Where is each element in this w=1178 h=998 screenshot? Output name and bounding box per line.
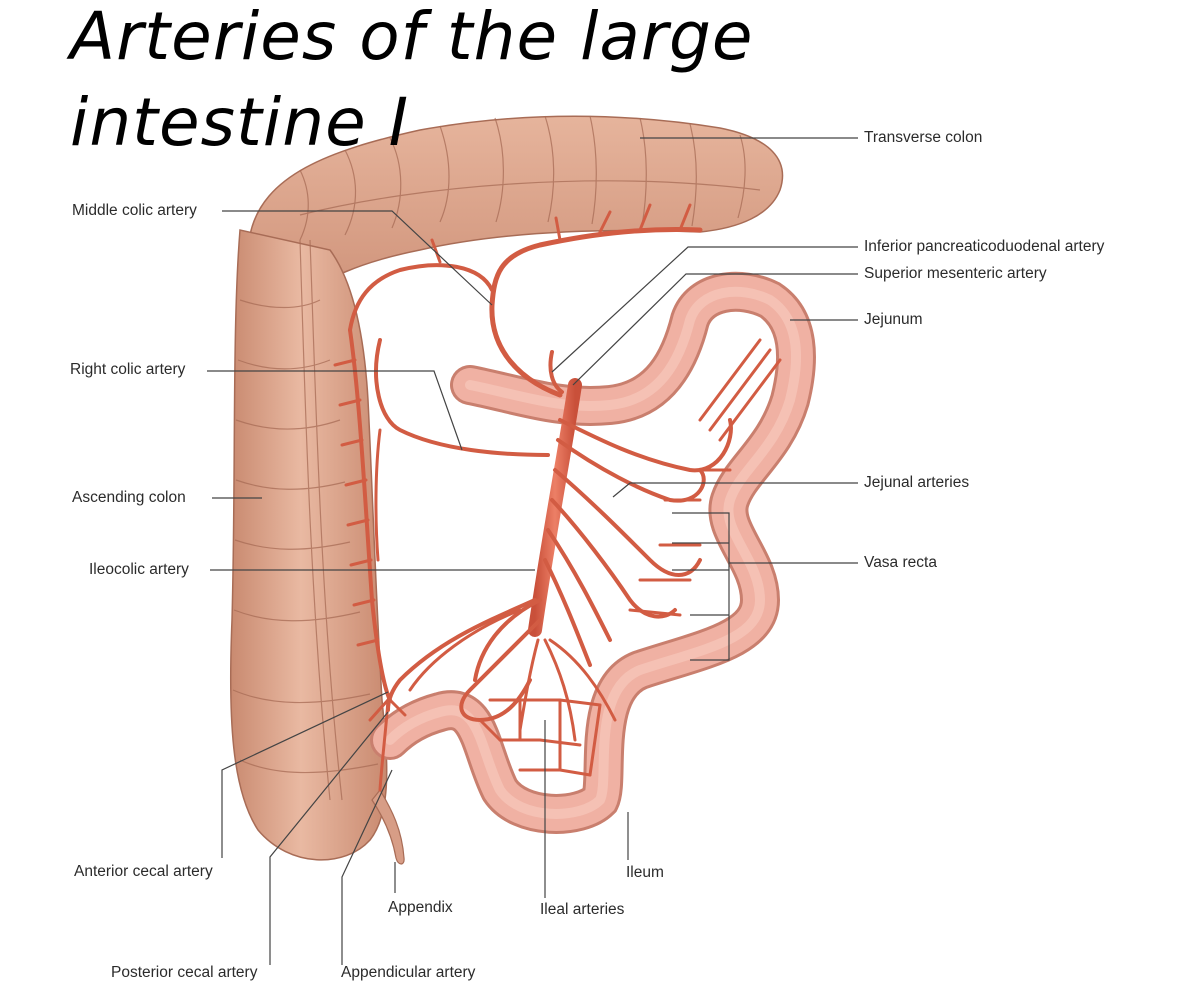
label-ileocolic-artery: Ileocolic artery [89, 561, 189, 578]
superior-mesenteric-artery-trunk [528, 378, 582, 637]
leader-anterior-cecal-artery [221, 691, 389, 858]
small-intestine [370, 271, 816, 834]
leader-appendicular-artery [341, 769, 393, 965]
label-appendicular-artery: Appendicular artery [341, 964, 476, 981]
leader-superior-mesenteric [572, 273, 858, 386]
leader-posterior-cecal-artery [269, 711, 389, 965]
label-vasa-recta: Vasa recta [864, 554, 937, 571]
title-line-1: Arteries of the large [70, 0, 754, 75]
leader-right-colic-artery [207, 370, 463, 451]
label-superior-mesenteric-artery: Superior mesenteric artery [864, 265, 1047, 282]
leader-middle-colic-artery [222, 210, 493, 306]
label-middle-colic-artery: Middle colic artery [72, 202, 197, 219]
label-posterior-cecal-artery: Posterior cecal artery [111, 964, 258, 981]
title-line-2: intestine I [70, 84, 410, 161]
colon [229, 115, 784, 865]
ascending-colon-shape [229, 229, 388, 861]
transverse-colon-shape [249, 115, 784, 302]
appendix-shape [371, 788, 405, 865]
label-inferior-pancreaticoduodenal-artery: Inferior pancreaticoduodenal artery [864, 238, 1105, 255]
slide-title: Arteries of the large intestine I [70, 0, 830, 166]
leader-vasa-recta [672, 512, 858, 661]
leader-inferior-pancreaticoduodenal [551, 246, 858, 373]
label-appendix: Appendix [388, 899, 453, 916]
label-transverse-colon: Transverse colon [864, 129, 983, 146]
arterial-tree [333, 203, 782, 792]
label-anterior-cecal-artery: Anterior cecal artery [74, 863, 213, 880]
label-ascending-colon: Ascending colon [72, 489, 186, 506]
label-ileal-arteries: Ileal arteries [540, 901, 625, 918]
label-right-colic-artery: Right colic artery [70, 361, 186, 378]
leader-jejunal-arteries [612, 482, 858, 498]
label-jejunum: Jejunum [864, 311, 923, 328]
label-ileum: Ileum [626, 864, 664, 881]
label-jejunal-arteries: Jejunal arteries [864, 474, 970, 491]
leader-lines [207, 137, 858, 965]
